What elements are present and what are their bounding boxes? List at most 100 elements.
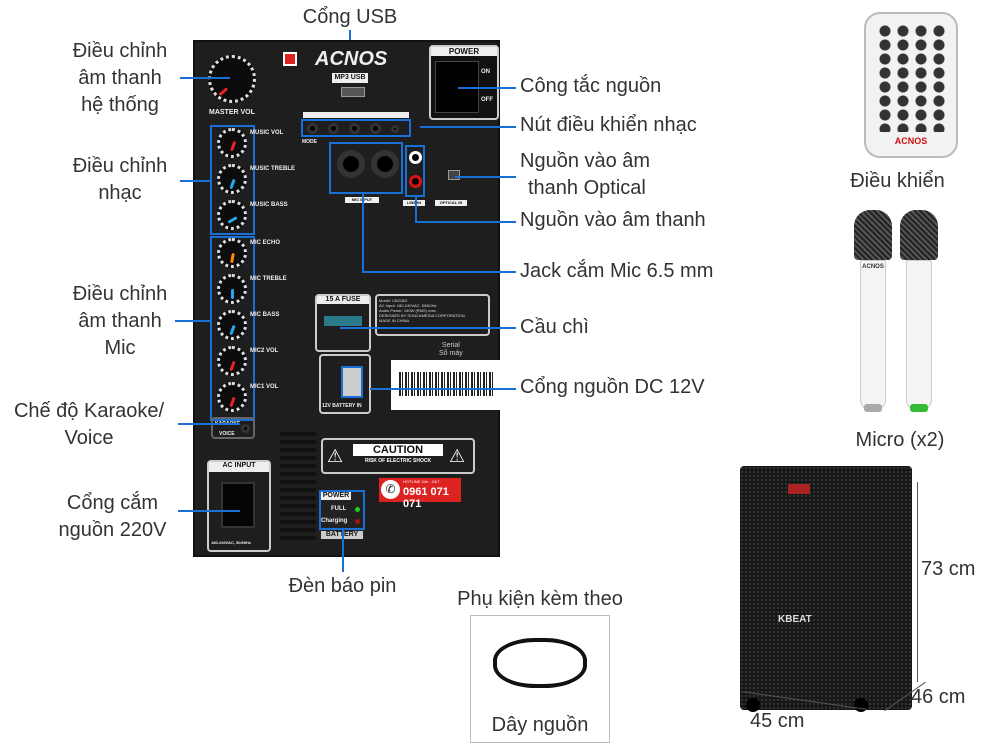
label-usb: Cổng USB [302, 6, 398, 28]
mic-grille [854, 210, 892, 260]
spec-line: MADE IN CHINA [379, 318, 410, 323]
power-cord-box: Dây nguồn [470, 615, 610, 743]
battery-full-label: FULL [331, 506, 347, 512]
prev-button[interactable] [307, 123, 318, 134]
line-in-red[interactable] [409, 175, 422, 188]
karaoke-voice-switch[interactable] [241, 424, 250, 433]
caution-title: CAUTION [353, 444, 443, 456]
callout-line [340, 327, 516, 329]
ac-spec: 180-240VAC, 50/60Hz [211, 540, 251, 545]
button-strip [303, 112, 409, 118]
height-dimension [917, 482, 918, 682]
remote-buttons [876, 24, 948, 132]
callout-line [420, 126, 516, 128]
label-mic-jack: Jack cắm Mic 6.5 mm [520, 260, 714, 282]
label-line: âm thanh [78, 67, 162, 89]
knob-label: MIC2 VOL [250, 348, 279, 354]
vent-slot [280, 528, 316, 532]
vent-slot [280, 496, 316, 500]
play-button[interactable] [328, 123, 339, 134]
vent-slot [280, 464, 316, 468]
music-bass-knob[interactable] [217, 200, 247, 230]
speaker-brand: KBEAT [778, 614, 812, 625]
caution-subtitle: RISK OF ELECTRIC SHOCK [364, 458, 432, 464]
dc-terminal[interactable] [341, 366, 363, 398]
mic-ring [864, 404, 882, 412]
ac-socket[interactable] [221, 482, 255, 528]
optical-in-label: OPTICAL IN [435, 200, 467, 206]
optical-port[interactable] [448, 170, 460, 180]
fuse-label: 15 A FUSE [317, 296, 369, 304]
vent-slot [280, 472, 316, 476]
serial-barcode [391, 360, 501, 410]
power-switch-box: POWER ON OFF [429, 45, 499, 120]
music-treble-knob[interactable] [217, 164, 247, 194]
hotline-label: HOTLINE 24h - 24/7 [403, 479, 440, 484]
mic1-vol-knob[interactable] [217, 382, 247, 412]
callout-line [342, 530, 344, 572]
remote-brand: ACNOS [894, 136, 928, 146]
hotline-sticker: ✆ HOTLINE 24h - 24/7 0961 071 071 [379, 478, 461, 510]
music-knob-group [210, 125, 255, 235]
line-in-label: LINE IN [403, 200, 425, 206]
callout-line [180, 180, 210, 182]
callout-line [178, 423, 240, 425]
mic-bass-knob[interactable] [217, 310, 247, 340]
label-line: Cổng cắm [66, 492, 159, 514]
label-height: 73 cm [921, 558, 976, 580]
mic-grille [900, 210, 938, 260]
spec-line: Model: CB218G [379, 298, 408, 303]
spec-line: DESIGNED BY SONCAMEDIA CORPORATION [379, 313, 465, 318]
usb-port[interactable] [341, 87, 365, 97]
label-line: Điều chỉnh [72, 155, 168, 177]
knob-label: MUSIC VOL [250, 130, 284, 136]
spec-label: Model: CB218G AC Input: 180-240VAC, 50/6… [375, 294, 490, 336]
callout-line [415, 221, 516, 223]
power-off-label: OFF [481, 97, 493, 103]
label-line: âm thanh [78, 310, 162, 332]
mic-treble-knob[interactable] [217, 274, 247, 304]
mic2-jack[interactable] [371, 150, 399, 178]
dc-input-box: 12V BATTERY IN [319, 354, 371, 414]
mic2-vol-knob[interactable] [217, 346, 247, 376]
power-switch[interactable] [435, 61, 479, 113]
ac-input-label: AC INPUT [209, 462, 269, 472]
mic-echo-knob[interactable] [217, 238, 247, 268]
knob-label: MIC ECHO [250, 240, 280, 246]
usb-mode-button[interactable] [391, 125, 399, 133]
label-line: Điều chỉnh [72, 40, 168, 62]
power-cord-image [493, 638, 587, 688]
vol-button[interactable] [370, 123, 381, 134]
battery-in-label: 12V BATTERY IN [322, 403, 362, 409]
microphone-1-image: ACNOS [852, 210, 894, 415]
master-vol-label: MASTER VOL [209, 109, 255, 116]
battery-led-box [319, 490, 365, 530]
callout-line [175, 320, 210, 322]
karaoke-switch-box: KARAOKE VOICE [211, 417, 255, 439]
knob-label: MIC TREBLE [250, 276, 287, 282]
label-remote: Điều khiển [850, 170, 945, 192]
line-in-white[interactable] [409, 151, 422, 164]
brand-logo: ACNOS [315, 48, 388, 70]
label-line: thanh Optical [528, 177, 646, 199]
logo-badge [283, 52, 297, 66]
fuse-box: 15 A FUSE [315, 294, 371, 352]
mic-body [860, 260, 886, 410]
label-line: Voice [64, 427, 114, 449]
label-line: Điều chỉnh [72, 283, 168, 305]
next-button[interactable] [349, 123, 360, 134]
ac-input-box: AC INPUT 180-240VAC, 50/60Hz [207, 460, 271, 552]
mic1-jack[interactable] [337, 150, 365, 178]
label-music-buttons: Nút điều khiển nhạc [520, 114, 697, 136]
vent-slot [280, 512, 316, 516]
music-vol-knob[interactable] [217, 128, 247, 158]
music-buttons [301, 119, 411, 137]
callout-line [362, 271, 516, 273]
callout-line [178, 510, 240, 512]
hotline-number: 0961 071 071 [403, 486, 449, 510]
master-vol-knob [208, 55, 256, 103]
